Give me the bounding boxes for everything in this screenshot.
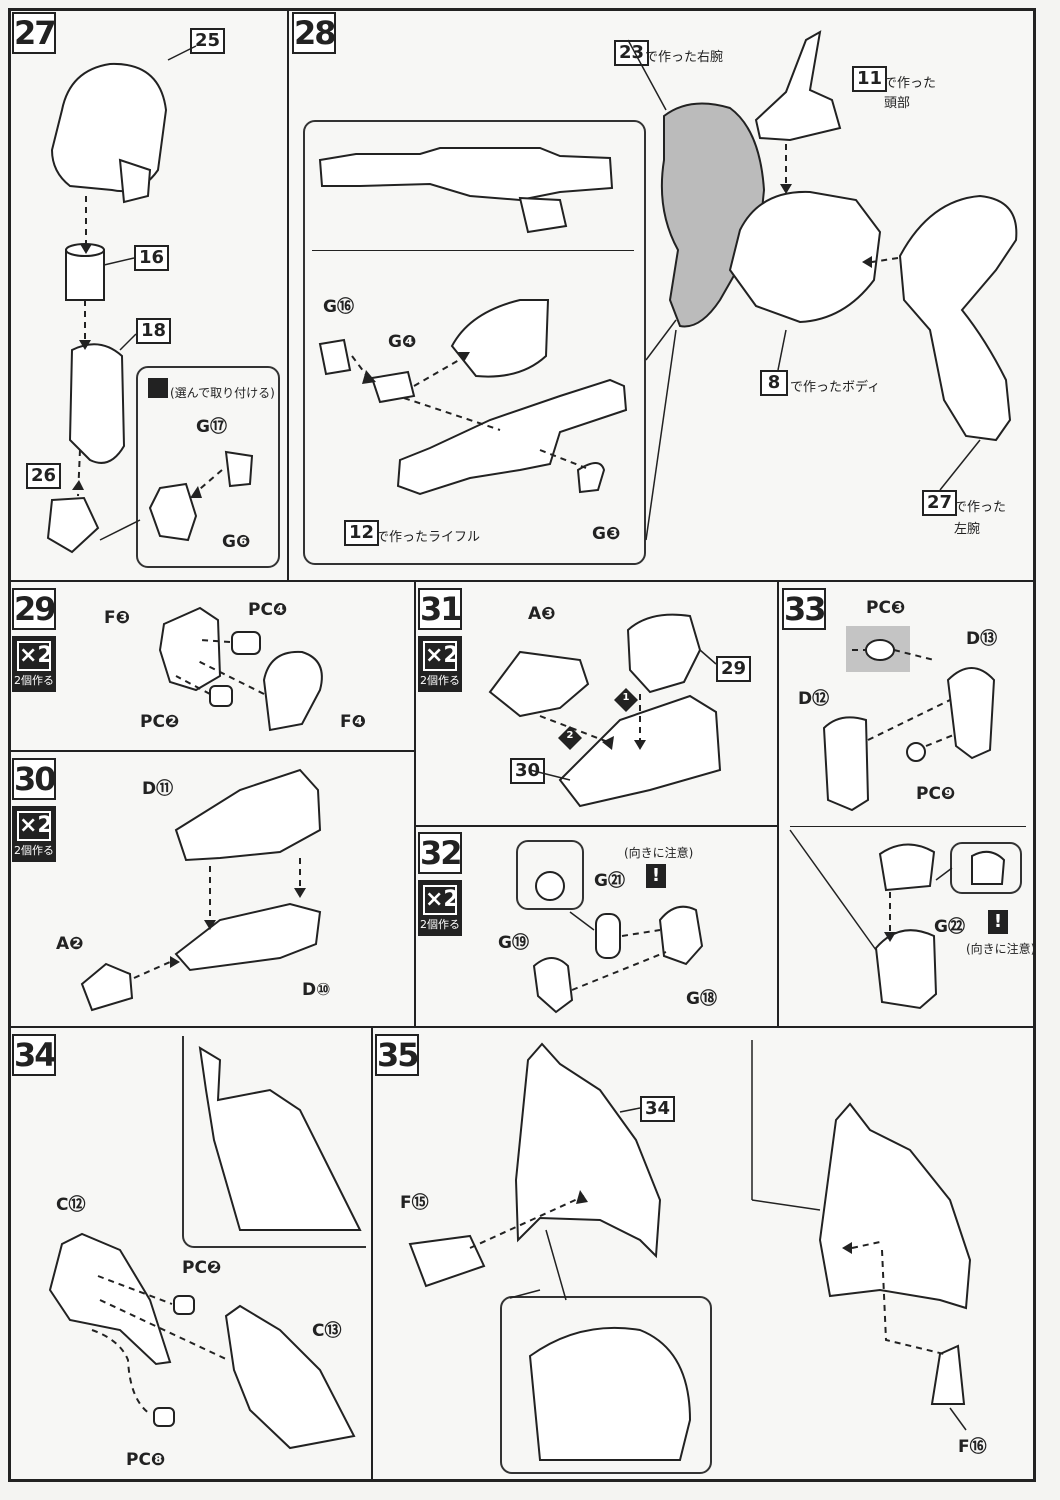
part-pc8: PC❽ [126,1450,166,1470]
times-two-label: ×2 [423,885,459,915]
part-pc2: PC❷ [182,1258,222,1278]
step-number-30: 30 [12,758,57,800]
divider [8,1026,1036,1028]
divider [414,825,778,827]
part-g21: G㉑ [594,871,625,891]
rifle-label: で作ったライフル [376,530,481,545]
choose-note: (選んで取り付ける) [170,386,275,400]
optional-hand-inset [136,366,280,568]
head-label-b: 頭部 [884,96,911,111]
left-arm-label-b: 左腕 [954,522,981,537]
divider [371,1027,373,1482]
ref-step-18: 18 [136,318,172,344]
ref-step-30: 30 [510,758,546,784]
step-number-31: 31 [418,588,463,630]
times-two-badge: ×2 2個作る [12,636,56,692]
make-two-label: 2個作る [14,844,54,857]
caution-note: (向きに注意) [966,942,1036,956]
ref-step-23: 23 [614,40,650,66]
rifle-assembly-inset [303,120,646,565]
caution-note: (向きに注意) [624,846,694,860]
ref-step-26: 26 [26,463,62,489]
step-number-35: 35 [375,1034,420,1076]
ref-step-8: 8 [760,370,788,396]
part-pc9: PC❾ [916,784,956,804]
times-two-label: ×2 [17,641,53,671]
left-arm-label-a: で作った [954,500,1007,515]
part-g19: G⑲ [498,933,529,953]
ref-step-11: 11 [852,66,888,92]
ref-step-27: 27 [922,490,958,516]
part-f16: F⑯ [958,1437,987,1457]
part-g3: G❸ [592,524,621,544]
part-a3: A❸ [528,604,556,624]
ref-step-25: 25 [190,28,226,54]
ref-step-29: 29 [716,656,752,682]
step-number-33: 33 [782,588,827,630]
part-g4: G❹ [388,332,417,352]
divider [777,581,779,1027]
ref-step-12: 12 [344,520,380,546]
part-c13: C⑬ [312,1321,342,1341]
step-number-27: 27 [12,12,57,54]
part-f15: F⑮ [400,1193,429,1213]
part-pc2: PC❷ [140,712,180,732]
step-number-34: 34 [12,1034,57,1076]
part-pc3: PC❸ [866,598,906,618]
body-label: で作ったボディ [790,380,881,395]
part-g17: G⑰ [196,417,227,437]
step-number-28: 28 [292,12,337,54]
part-d12: D⑫ [798,689,830,709]
caution-icon: ! [988,910,1008,934]
section-divider [790,826,1026,827]
part-g6: G❻ [222,532,251,552]
inset-divider [312,250,634,251]
step-number-29: 29 [12,588,57,630]
caution-icon: ! [646,864,666,888]
part-f3: F❸ [104,608,131,628]
divider [8,750,415,752]
detail-inset [500,1296,712,1474]
divider [414,581,416,1027]
part-pc4: PC❹ [248,600,288,620]
part-g22: G㉒ [934,917,965,937]
divider [287,8,289,581]
times-two-badge: ×2 2個作る [12,806,56,862]
part-f4: F❹ [340,712,367,732]
divider [8,580,1036,582]
make-two-label: 2個作る [420,918,460,931]
make-two-label: 2個作る [420,674,460,687]
times-two-label: ×2 [423,641,459,671]
part-d13: D⑬ [966,629,998,649]
part-c12: C⑫ [56,1195,86,1215]
part-g16: G⑯ [323,297,354,317]
times-two-badge: ×2 2個作る [418,636,462,692]
part-d11: D⑪ [142,779,174,799]
order-marker-1: 1 [622,692,630,703]
orientation-inset [516,840,584,910]
choose-icon [148,378,168,398]
make-two-label: 2個作る [14,674,54,687]
part-d10: D⑩ [302,980,331,1000]
step-number-32: 32 [418,832,463,874]
ref-step-16: 16 [134,245,170,271]
ref-step-34: 34 [640,1096,676,1122]
part-g18: G⑱ [686,989,717,1009]
head-label-a: で作った [884,76,937,91]
order-marker-2: 2 [566,730,574,741]
part-a2: A❷ [56,934,84,954]
right-arm-label: で作った右腕 [645,50,724,65]
times-two-badge: ×2 2個作る [418,880,462,936]
times-two-label: ×2 [17,811,53,841]
detail-inset [182,1036,366,1248]
